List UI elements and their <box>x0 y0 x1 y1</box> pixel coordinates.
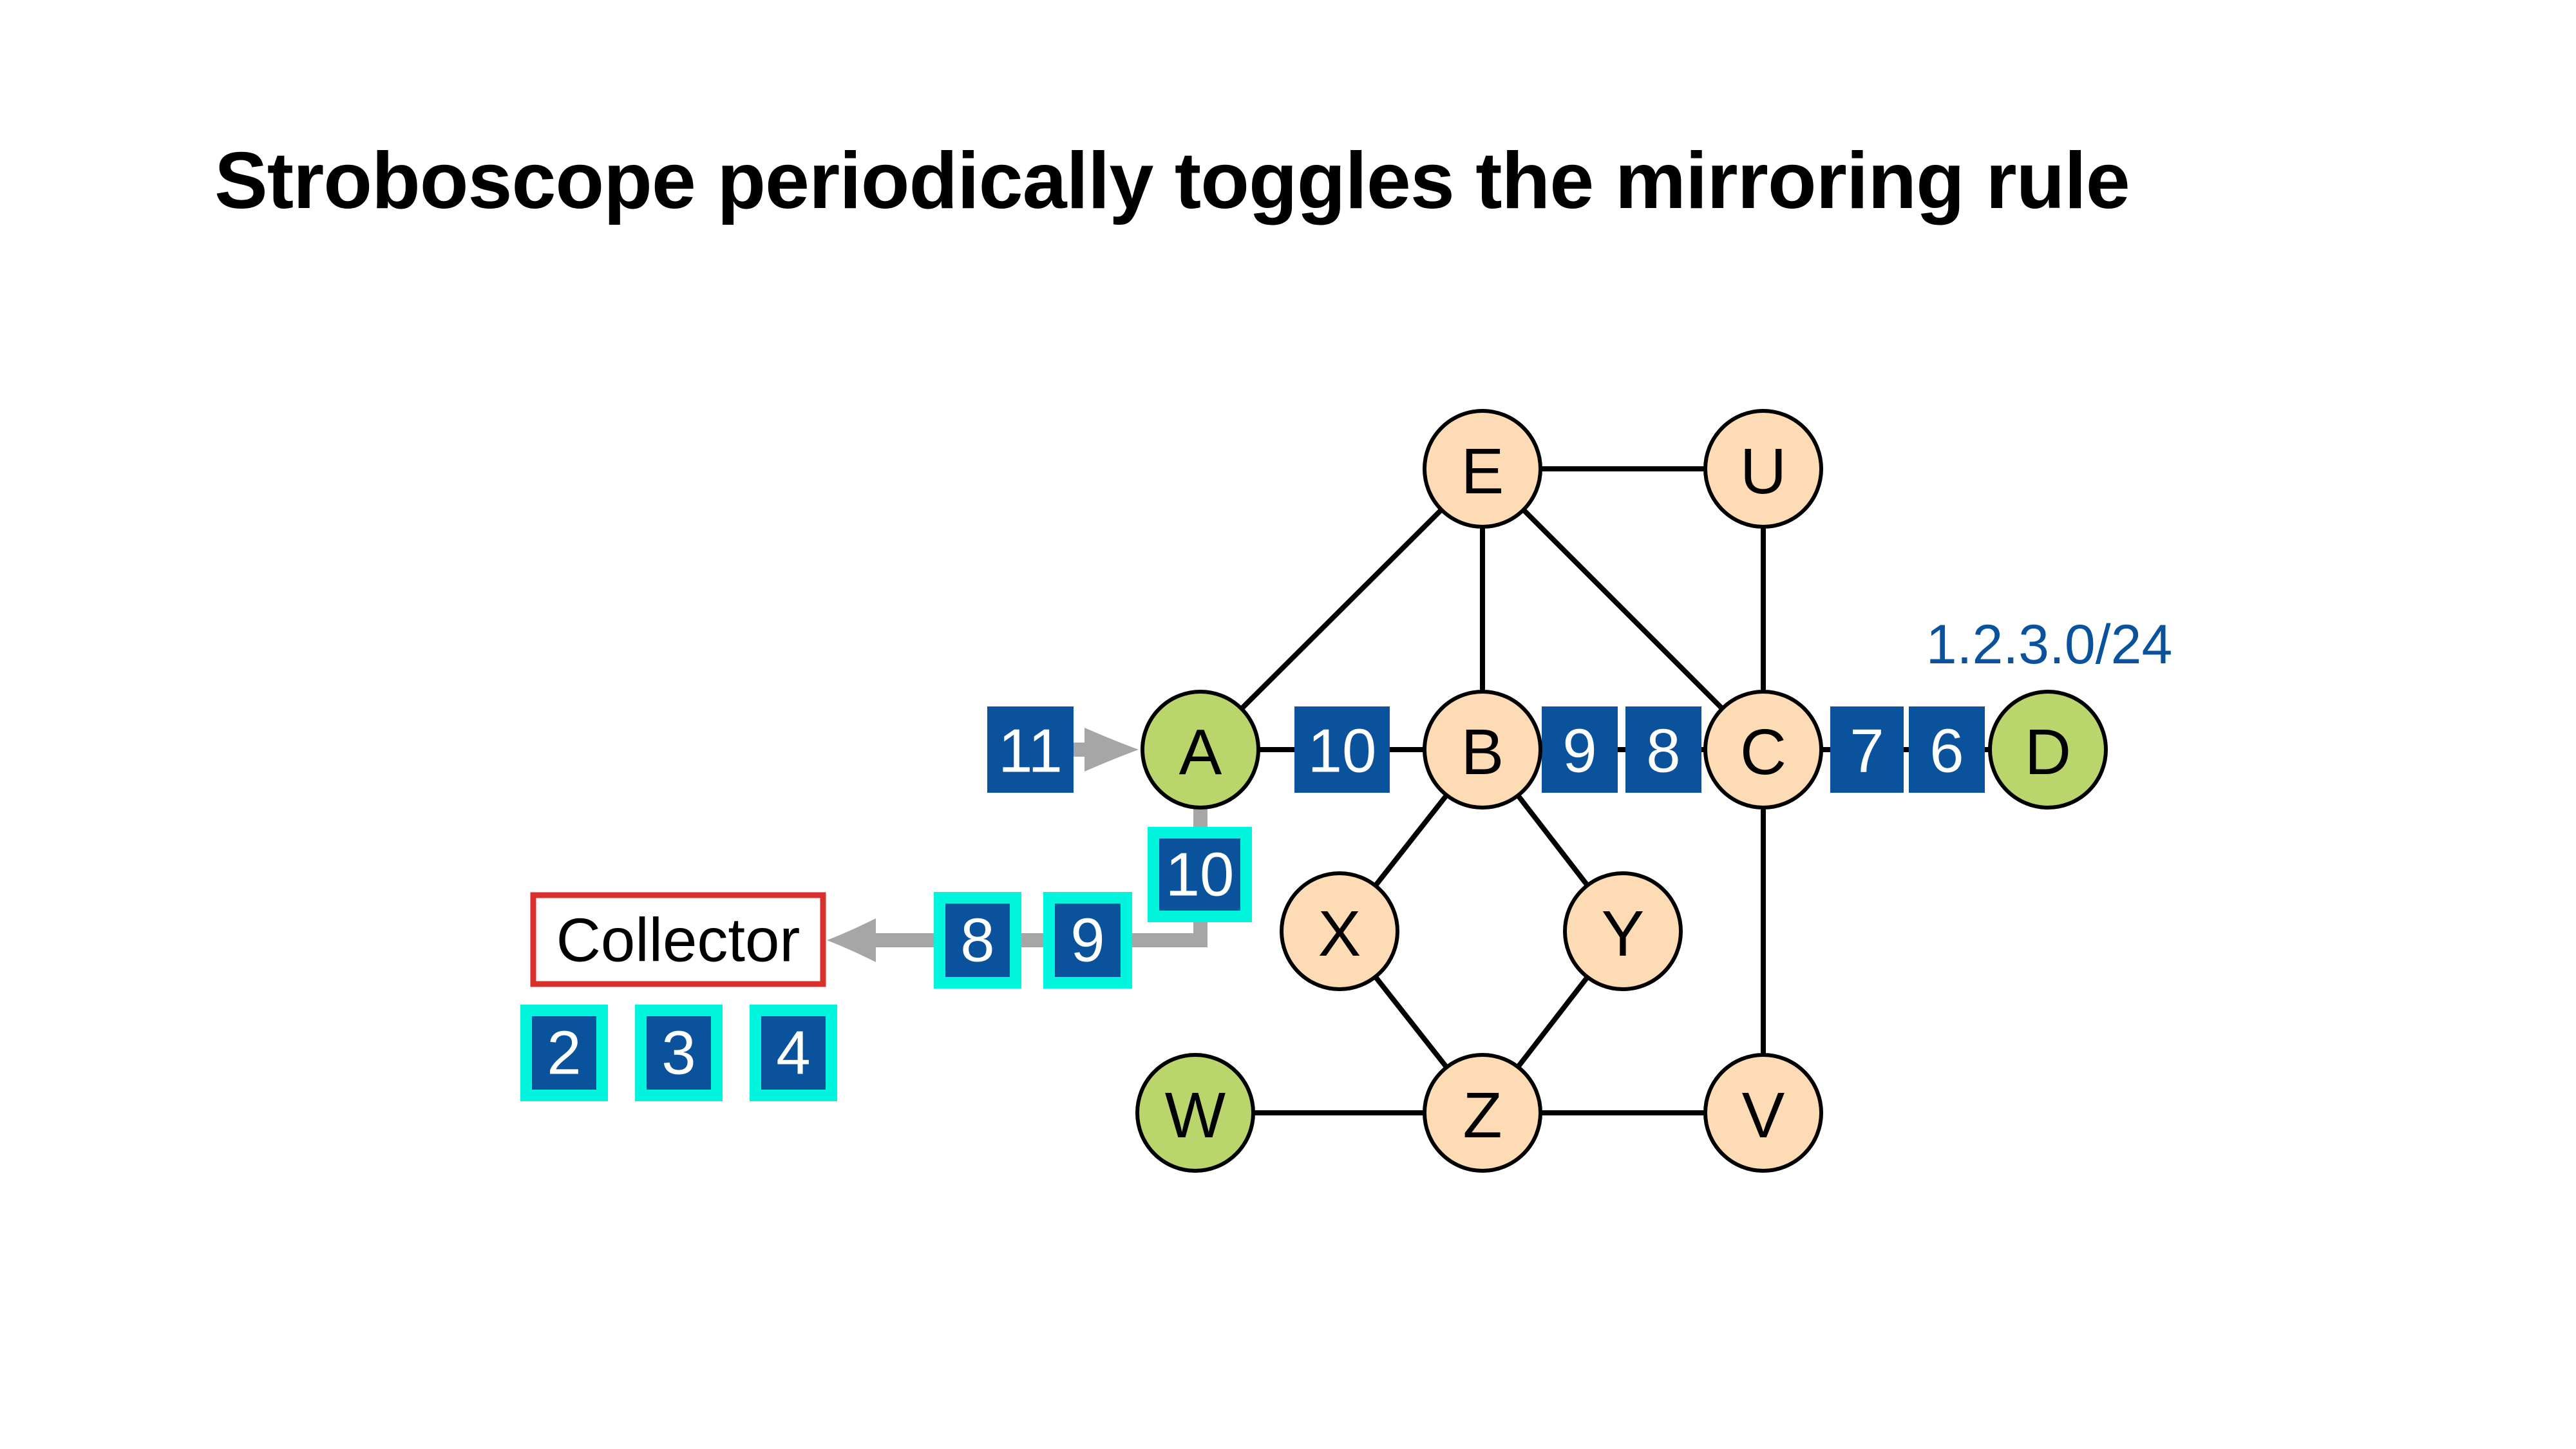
node-label: U <box>1740 435 1786 507</box>
node-circle <box>1280 871 1399 991</box>
node-c: C <box>1703 690 1823 810</box>
node-circle <box>1988 690 2108 810</box>
node-label: W <box>1165 1079 1226 1151</box>
collected-packet: 4 <box>750 1005 837 1101</box>
packet-label: 8 <box>960 906 994 975</box>
node-circle <box>1703 1053 1823 1173</box>
node-circle <box>1703 409 1823 529</box>
packets-layer: 11 10 9 8 7 6 <box>987 706 1985 793</box>
mirrored-packet: 10 <box>1148 827 1252 922</box>
packet: 10 <box>1294 706 1390 793</box>
packet: 6 <box>1909 706 1985 793</box>
collector: Collector <box>530 892 826 987</box>
node-y: Y <box>1563 871 1683 991</box>
collected-packet: 3 <box>635 1005 723 1101</box>
mirror-line-to-collector <box>863 921 1208 947</box>
node-circle <box>1135 1053 1255 1173</box>
mirrored-packets-layer: 10 8 9 <box>934 827 1252 989</box>
node-label: X <box>1318 898 1361 970</box>
node-circle <box>1423 1053 1542 1173</box>
node-label: D <box>2025 716 2071 788</box>
collector-arrow-head <box>827 918 876 962</box>
packet-label: 6 <box>1929 717 1964 786</box>
node-a: A <box>1141 690 1260 810</box>
slide-title: Stroboscope periodically toggles the mir… <box>214 137 2130 225</box>
prefix-label: 1.2.3.0/24 <box>1926 614 2173 676</box>
collected-packets-layer: 2 3 4 <box>520 1005 837 1101</box>
packet-label: 8 <box>1646 717 1680 786</box>
node-circle <box>1563 871 1683 991</box>
node-v: V <box>1703 1053 1823 1173</box>
packet-label: 10 <box>1308 717 1377 786</box>
packet-label: 11 <box>998 717 1063 786</box>
node-w: W <box>1135 1053 1255 1173</box>
collected-packet: 2 <box>520 1005 608 1101</box>
node-e: E <box>1423 409 1542 529</box>
node-label: B <box>1461 716 1504 788</box>
mirrored-packet: 9 <box>1043 892 1132 989</box>
packet: 7 <box>1830 706 1904 793</box>
node-u: U <box>1703 409 1823 529</box>
packet-label: 2 <box>547 1019 581 1088</box>
packet: 9 <box>1542 706 1618 793</box>
nodes-layer: E U A B C D X Y W Z V <box>1135 409 2108 1173</box>
link-e-a <box>1198 467 1484 752</box>
node-label: A <box>1179 716 1222 788</box>
packet-label: 7 <box>1850 717 1884 786</box>
packet-label: 9 <box>1562 717 1596 786</box>
link-e-c <box>1481 467 1765 752</box>
node-x: X <box>1280 871 1399 991</box>
packet-label: 4 <box>776 1019 810 1088</box>
node-circle <box>1703 690 1823 810</box>
node-z: Z <box>1423 1053 1542 1173</box>
node-b: B <box>1423 690 1542 810</box>
packet: 8 <box>1625 706 1701 793</box>
node-circle <box>1141 690 1260 810</box>
packet-label: 9 <box>1070 906 1104 975</box>
packet: 11 <box>987 706 1074 793</box>
mirrored-packet: 8 <box>934 892 1021 989</box>
ingress-arrow-head <box>1084 728 1139 772</box>
node-circle <box>1423 409 1542 529</box>
node-label: Z <box>1463 1079 1502 1151</box>
packet-label: 10 <box>1166 840 1235 909</box>
packet-label: 3 <box>661 1019 696 1088</box>
node-label: E <box>1461 435 1504 507</box>
node-label: V <box>1742 1079 1785 1151</box>
node-label: Y <box>1602 898 1645 970</box>
collector-label: Collector <box>556 906 800 975</box>
node-label: C <box>1740 716 1786 788</box>
node-d: D <box>1988 690 2108 810</box>
node-circle <box>1423 690 1542 810</box>
